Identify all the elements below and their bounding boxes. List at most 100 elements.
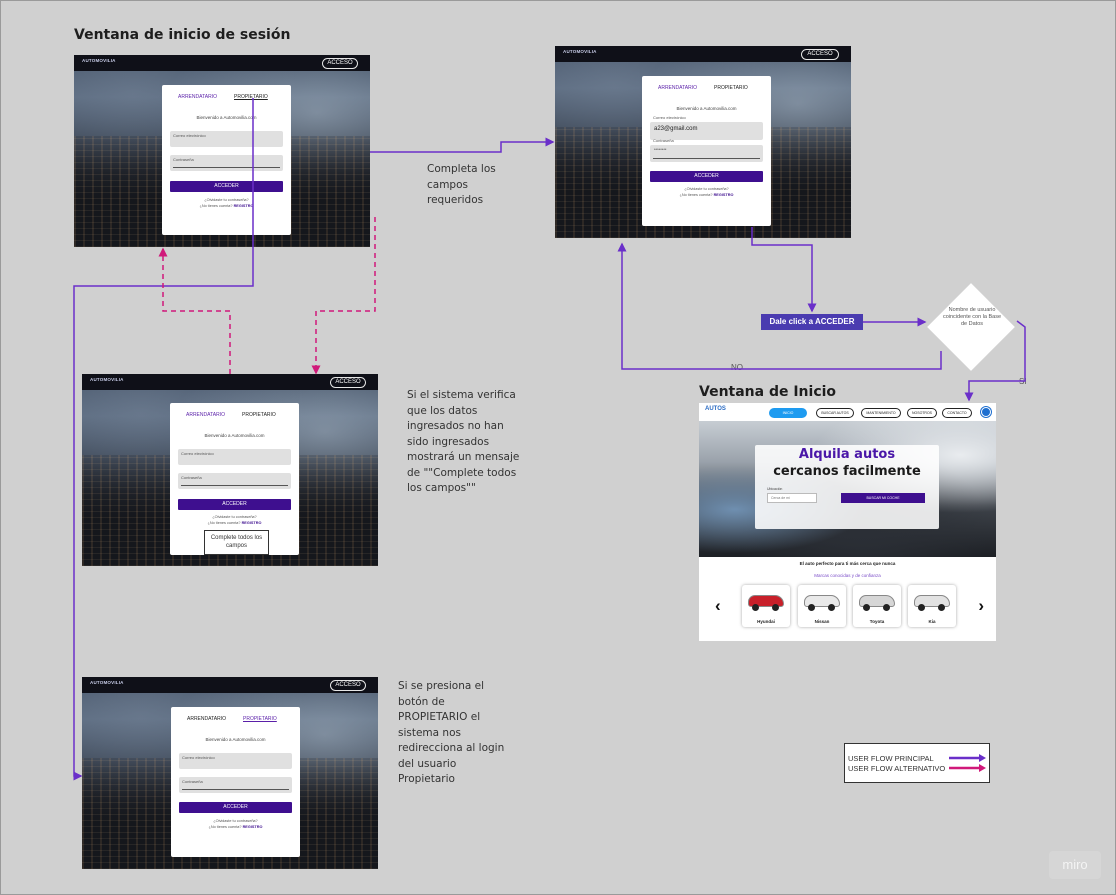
email-label: Correo electrónico (173, 133, 206, 138)
hero-banner: Alquila autos cercanos facilmente Ubicac… (699, 421, 996, 557)
email-field[interactable]: Correo electrónico (179, 753, 292, 769)
tab-tenant[interactable]: ARRENDATARIO (187, 716, 226, 722)
car-brand-name: Hyundai (757, 619, 775, 624)
login-screen-filled: AUTOMOVILIA ACCESO ARRENDATARIO PROPIETA… (555, 46, 851, 238)
search-car-button[interactable]: BUSCAR MI COCHE (841, 493, 925, 503)
car-card[interactable]: Toyota (853, 585, 901, 627)
login-screen-owner: AUTOMOVILIA ACCESO ARRENDATARIO PROPIETA… (82, 677, 378, 869)
click-acceder-step: Dale click a ACCEDER (761, 314, 863, 330)
login-card: ARRENDATARIO PROPIETARIO Bienvenido a Au… (162, 85, 291, 235)
home-subtagline: Marcas conocidas y de confianza (814, 573, 881, 578)
nav-inicio[interactable]: INICIO (769, 408, 807, 418)
hero-search-box: Alquila autos cercanos facilmente Ubicac… (755, 445, 939, 529)
password-underline (182, 789, 289, 790)
password-field[interactable]: Contraseña (179, 777, 292, 793)
wheel-icon (808, 604, 815, 611)
app-logo: AUTOMOVILIA (563, 49, 597, 54)
nav-contacto[interactable]: CONTACTO (942, 408, 972, 418)
car-card[interactable]: Hyundai (742, 585, 790, 627)
home-logo: AUTOS (705, 406, 726, 412)
nav-mantenimiento[interactable]: MANTENIMIENTO (861, 408, 901, 418)
tab-owner[interactable]: PROPIETARIO (242, 412, 276, 418)
acceder-button[interactable]: ACCEDER (178, 499, 291, 510)
car-card[interactable]: Kia (908, 585, 956, 627)
register-link[interactable]: REGISTRO (241, 521, 262, 525)
flow-alt-error-back (158, 247, 231, 374)
location-label: Ubicación (767, 487, 783, 491)
register-link[interactable]: REGISTRO (242, 825, 263, 829)
top-navbar: AUTOMOVILIA ACCESO (74, 55, 370, 71)
password-underline (181, 485, 288, 486)
tab-owner[interactable]: PROPIETARIO (234, 94, 268, 100)
acceder-button[interactable]: ACCEDER (179, 802, 292, 813)
wheel-icon (938, 604, 945, 611)
location-input[interactable]: Cerca de mí (767, 493, 817, 503)
acceder-button[interactable]: ACCEDER (170, 181, 283, 192)
top-navbar: AUTOMOVILIA ACCESO (555, 46, 851, 62)
password-underline (653, 158, 760, 159)
forgot-password-link[interactable]: ¿Olvidaste tu contraseña? (212, 515, 257, 519)
carousel-next-icon[interactable]: › (978, 596, 984, 615)
password-field[interactable]: Contraseña (170, 155, 283, 171)
flow-legend: USER FLOW PRINCIPAL USER FLOW ALTERNATIV… (844, 743, 990, 783)
home-screen: AUTOS INICIO BUSCAR AUTOS MANTENIMIENTO … (699, 403, 996, 641)
password-underline (173, 167, 280, 168)
flow-owner-tab (73, 98, 254, 781)
car-card[interactable]: Nissan (798, 585, 846, 627)
wheel-icon (828, 604, 835, 611)
error-tooltip: Complete todos los campos (204, 530, 269, 555)
tab-tenant[interactable]: ARRENDATARIO (186, 412, 225, 418)
car-brand-name: Kia (928, 619, 936, 624)
carousel-prev-icon[interactable]: ‹ (715, 596, 721, 615)
app-logo: AUTOMOVILIA (90, 680, 124, 685)
tab-owner[interactable]: PROPIETARIO (714, 85, 748, 91)
register-line: ¿No tienes cuenta? REGISTRO (642, 193, 771, 197)
tab-tenant[interactable]: ARRENDATARIO (658, 85, 697, 91)
tab-tenant[interactable]: ARRENDATARIO (178, 94, 217, 100)
register-line: ¿No tienes cuenta? REGISTRO (171, 825, 300, 829)
top-access-button[interactable]: ACCESO (330, 680, 366, 691)
flow-alt-to-error (311, 217, 376, 375)
tab-owner[interactable]: PROPIETARIO (243, 716, 277, 722)
login-card: ARRENDATARIO PROPIETARIO Bienvenido a Au… (170, 403, 299, 555)
password-field[interactable]: Contraseña ******** (650, 138, 763, 162)
email-label: Correo electrónico (182, 755, 215, 760)
top-access-button[interactable]: ACCESO (322, 58, 358, 69)
top-navbar: AUTOMOVILIA ACCESO (82, 374, 378, 390)
password-field[interactable]: Contraseña (178, 473, 291, 489)
register-link[interactable]: REGISTRO (713, 193, 734, 197)
top-access-button[interactable]: ACCESO (801, 49, 839, 60)
car-brand-name: Nissan (814, 619, 830, 624)
top-access-button[interactable]: ACCESO (330, 377, 366, 388)
wheel-icon (883, 604, 890, 611)
acceder-button[interactable]: ACCEDER (650, 171, 763, 182)
forgot-password-link[interactable]: ¿Olvidaste tu contraseña? (213, 819, 258, 823)
note-complete-fields: Completa los campos requeridos (427, 163, 496, 206)
password-label: Contraseña (182, 779, 203, 784)
login-screen-error: AUTOMOVILIA ACCESO ARRENDATARIO PROPIETA… (82, 374, 378, 566)
email-label: Correo electrónico (181, 451, 214, 456)
welcome-text: Bienvenido a Automovilia.com (676, 106, 737, 111)
register-prefix: ¿No tienes cuenta? (199, 204, 234, 208)
legend-alternative-label: USER FLOW ALTERNATIVO (848, 764, 946, 773)
nav-nosotros[interactable]: NOSOTROS (907, 408, 937, 418)
email-field[interactable]: Correo electrónico (178, 449, 291, 465)
password-label: Contraseña (181, 475, 202, 480)
wheel-icon (863, 604, 870, 611)
forgot-password-link[interactable]: ¿Olvidaste tu contraseña? (684, 187, 729, 191)
top-navbar: AUTOMOVILIA ACCESO (82, 677, 378, 693)
user-account-icon[interactable] (981, 407, 991, 417)
nav-buscar-autos[interactable]: BUSCAR AUTOS (816, 408, 854, 418)
miro-watermark: miro (1049, 851, 1101, 879)
home-window-title: Ventana de Inicio (699, 384, 837, 400)
login-window-title: Ventana de inicio de sesión (74, 27, 291, 43)
register-line: ¿No tienes cuenta? REGISTRO (170, 521, 299, 525)
register-link[interactable]: REGISTRO (233, 204, 254, 208)
wheel-icon (752, 604, 759, 611)
email-field[interactable]: Correo electrónico a23@gmail.com (650, 115, 763, 140)
flow-decision-yes (964, 320, 1026, 402)
forgot-password-link[interactable]: ¿Olvidaste tu contraseña? (204, 198, 249, 202)
email-field[interactable]: Correo electrónico (170, 131, 283, 147)
register-line: ¿No tienes cuenta? REGISTRO (162, 204, 291, 208)
